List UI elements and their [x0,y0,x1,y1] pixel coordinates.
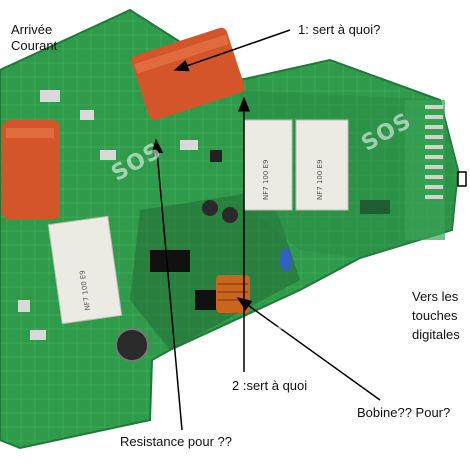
label-power-in-line2: Courant [11,38,58,53]
label-touch-line1: Vers les [412,289,459,304]
arrow-coil [236,297,381,401]
label-resistor: Resistance pour ?? [120,434,233,449]
label-power-in-line1: Arrivée [11,22,53,37]
relay-a: NF7 100 E9 [243,119,293,211]
arrow-resistor [151,138,183,431]
pcb-right-zone [240,90,458,258]
relay-b-label: NF7 100 E9 [316,160,324,200]
copper-coil [216,275,250,313]
electrolytic-capacitors [115,200,292,362]
capacitor-left [2,120,60,220]
label-q1: 1: sert à quoi? [298,22,381,37]
relay-b: NF7 100 E9 [295,119,349,211]
pcb-dark-zone [130,190,300,350]
capacitor-top [131,27,245,121]
label-q2: 2 :sert à quoi [232,378,308,393]
label-touch-line2: touches [412,308,458,323]
relay-a-label: NF7 100 E9 [262,160,270,200]
connector-pins [425,105,443,199]
touch-connector-marker [457,171,467,187]
label-touch-line3: digitales [412,327,460,342]
label-coil: Bobine?? Pour? [357,405,451,420]
relay-c: NF7 100 E9 [47,215,123,325]
touch-connector [405,100,445,240]
arrow-q1 [173,29,291,72]
